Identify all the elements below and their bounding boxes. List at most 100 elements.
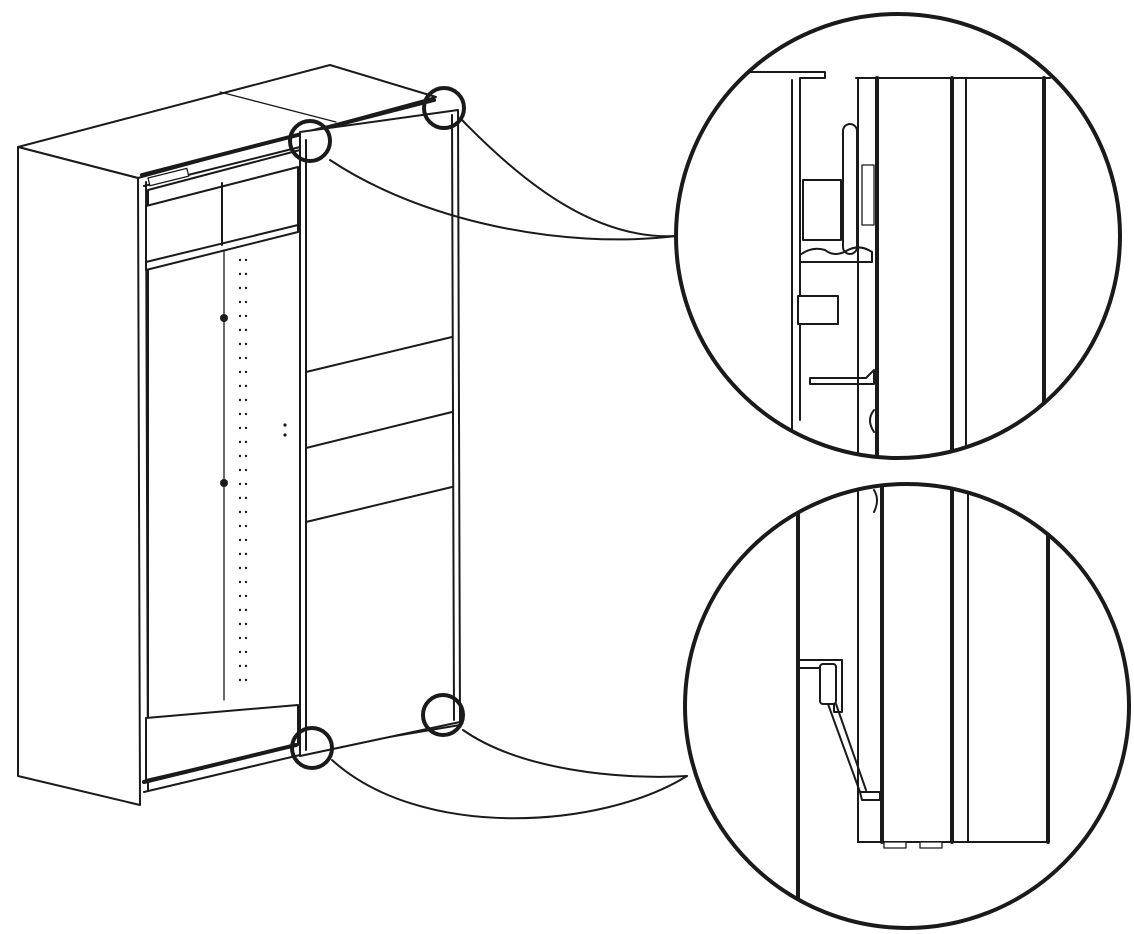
pin-hole (244, 384, 248, 388)
pin-hole (244, 328, 248, 332)
leader-bottom-1 (331, 759, 688, 820)
callout-circle-top-right (422, 86, 466, 130)
pin-hole (238, 524, 242, 528)
pin-hole (244, 454, 248, 458)
callout-circle-bottom-right (421, 693, 465, 737)
detail-bottom-roller (683, 482, 1131, 930)
door-panel (299, 109, 461, 757)
pin-hole (238, 510, 242, 514)
pin-hole (238, 636, 242, 640)
bottom-track-rail (142, 743, 298, 784)
pin-hole (244, 272, 248, 276)
pin-hole (244, 580, 248, 584)
floor-pad-1 (883, 841, 907, 849)
pin-hole (238, 440, 242, 444)
shelf-line-2 (305, 411, 453, 449)
guide-pin (861, 164, 875, 226)
pin-hole (244, 594, 248, 598)
wardrobe-floor (145, 704, 299, 781)
pin-hole (244, 356, 248, 360)
pin-hole (244, 468, 248, 472)
leader-lines (329, 119, 688, 820)
top-track-slider (147, 167, 190, 187)
pin-hole (244, 608, 248, 612)
pin-hole (238, 412, 242, 416)
leader-bottom-2 (462, 729, 688, 778)
pin-hole (238, 356, 242, 360)
shelf-line-3 (305, 486, 453, 523)
pin-hole (244, 258, 248, 262)
pin-hole (238, 482, 242, 486)
shelf-pin-holes (238, 258, 248, 682)
guide-roller (842, 123, 858, 255)
pin-hole (238, 258, 242, 262)
wardrobe-body (17, 64, 461, 806)
sliding-door (283, 109, 461, 757)
pin-hole (244, 566, 248, 570)
pin-hole (244, 482, 248, 486)
hinge-dot-a (283, 423, 287, 427)
pin-hole (244, 412, 248, 416)
pin-hole (244, 314, 248, 318)
pin-hole (238, 342, 242, 346)
stop-clip-curve (869, 409, 875, 433)
pin-hole (244, 636, 248, 640)
pin-hole (238, 552, 242, 556)
pin-hole (244, 342, 248, 346)
callout-circle-bottom-left (290, 726, 334, 770)
detail-bottom-frame (683, 482, 1131, 930)
pin-hole (238, 286, 242, 290)
hinge-dot-b (283, 433, 287, 437)
guide-channel (799, 246, 873, 263)
pin-hole (238, 566, 242, 570)
pin-hole (244, 300, 248, 304)
callout-markers (288, 86, 466, 770)
pin-hole (244, 370, 248, 374)
pin-hole (244, 426, 248, 430)
pin-hole (244, 398, 248, 402)
pin-hole (238, 398, 242, 402)
pin-hole (244, 622, 248, 626)
wardrobe-left-side (17, 146, 141, 806)
leader-top-2 (461, 119, 677, 238)
pin-hole (238, 496, 242, 500)
pin-hole (238, 426, 242, 430)
pin-hole (244, 510, 248, 514)
pin-hole (238, 328, 242, 332)
detail-top-guide (674, 12, 1122, 460)
callout-circle-top-left (288, 119, 332, 163)
detail-top-frame (674, 12, 1122, 460)
leader-top-1 (329, 159, 677, 241)
top-guide-bracket (739, 71, 826, 421)
pin-hole (238, 650, 242, 654)
pin-hole (238, 608, 242, 612)
rod-bracket-upper (220, 314, 228, 322)
rod-bracket-lower (220, 479, 228, 487)
pin-hole (238, 370, 242, 374)
pin-hole (244, 496, 248, 500)
pin-hole (238, 384, 242, 388)
pin-hole (244, 650, 248, 654)
pin-hole (244, 538, 248, 542)
roller-arm-2 (835, 703, 867, 791)
pin-hole (238, 272, 242, 276)
pin-hole (238, 580, 242, 584)
pin-hole (244, 286, 248, 290)
pin-hole (244, 524, 248, 528)
floor-pad-2 (919, 841, 943, 849)
pin-hole (244, 552, 248, 556)
roller-arm (827, 703, 861, 793)
track-stop (797, 295, 839, 325)
shelf-line-1 (305, 336, 453, 373)
pin-hole (244, 678, 248, 682)
pin-hole (238, 468, 242, 472)
pin-hole (244, 664, 248, 668)
pin-hole (238, 314, 242, 318)
bottom-clip-curve (873, 489, 878, 513)
pin-hole (238, 622, 242, 626)
pin-hole (244, 440, 248, 444)
pin-hole (238, 664, 242, 668)
top-panel-seam (219, 91, 337, 123)
